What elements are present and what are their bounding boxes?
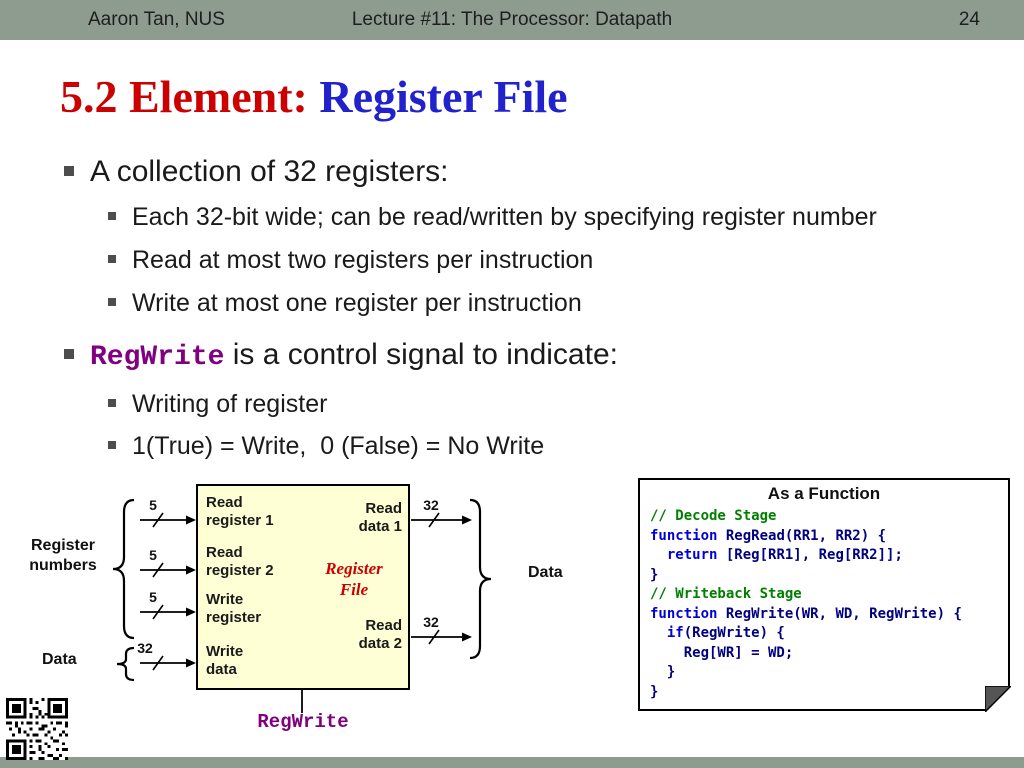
code-line: } [650,663,1008,683]
regwrite-signal-label: RegWrite [257,711,349,733]
bullet-text-rest: is a control signal to indicate: [224,338,618,371]
code-lines: // Decode Stage function RegRead(RR1, RR2… [650,507,1008,702]
code-token: if [666,625,684,641]
code-token: function [650,527,718,544]
port-read-data-2: Read data 2 [358,617,402,652]
code-token: } [650,664,676,680]
bullet-marker-icon [108,298,116,306]
qr-code [6,698,68,760]
code-note-box: As a Function // Decode Stage function Re… [638,478,1011,712]
bus-width-label: 5 [149,547,157,563]
slide-title: 5.2 Element: Register File [60,70,568,123]
sub-bullet-text: Writing of register [132,390,328,418]
data-out-label: Data [528,564,563,581]
bullet-marker-icon [108,255,116,263]
register-numbers-brace [112,498,135,640]
code-token: function [650,605,718,622]
code-token: RegWrite(WR, WD, RegWrite) { [717,605,962,622]
code-token: } [650,566,659,583]
bullet-text: RegWrite is a control signal to indicate… [90,338,618,373]
code-token: // Writeback Stage [650,586,802,602]
code-line: if(RegWrite) { [650,624,1008,644]
port-read-register-2: Read register 2 [206,544,274,579]
bullet-marker-icon [108,399,116,407]
code-line: function RegRead(RR1, RR2) { [650,527,1008,547]
bus-width-label: 5 [149,497,157,513]
port-write-data: Write data [206,643,244,678]
register-numbers-label: Register numbers [29,537,97,574]
sub-bullet-item: Write at most one register per instructi… [108,289,582,318]
code-token: [Reg[RR1], Reg[RR2]]; [717,547,903,563]
sub-bullet-text: Each 32-bit wide; can be read/written by… [132,203,877,231]
header-author: Aaron Tan, NUS [88,9,225,30]
bullet-item: RegWrite is a control signal to indicate… [64,338,618,373]
code-box-title: As a Function [767,484,881,503]
code-token: // Decode Stage [650,508,777,524]
port-read-data-1: Read data 1 [358,500,402,535]
sub-bullet-item: Read at most two registers per instructi… [108,246,593,275]
port-read-register-1: Read register 1 [206,494,274,529]
code-token [650,625,667,641]
sub-bullet-item: Each 32-bit wide; can be read/written by… [108,203,877,232]
port-write-register: Write register [206,591,262,626]
sub-bullet-text: Read at most two registers per instructi… [132,246,594,274]
bus-width-label: 32 [423,614,439,630]
header-bar: Lecture #11: The Processor: Datapath Aar… [0,0,1024,40]
header-lecture-title: Lecture #11: The Processor: Datapath [351,9,673,30]
code-line: function RegWrite(WR, WD, RegWrite) { [650,605,1008,625]
bullet-marker-icon [108,212,116,220]
code-token: RegRead(RR1, RR2) { [717,527,887,544]
register-file-box: Read register 1 Read register 2 Write re… [196,484,410,690]
register-file-diagram: Read register 1 Read register 2 Write re… [0,470,640,768]
code-line: // Writeback Stage [650,585,1008,605]
bus-width-label: 32 [137,640,153,656]
bullet-marker-icon [64,349,74,359]
bus-width-label: 5 [149,589,157,605]
sub-bullet-text: 1(True) = Write, 0 (False) = No Write [132,432,545,460]
code-token: (RegWrite) { [683,625,785,641]
code-line: } [650,683,1008,703]
slide-title-highlight: Register File [319,71,568,122]
sub-bullet-item: 1(True) = Write, 0 (False) = No Write [108,432,544,461]
code-line: } [650,566,1008,586]
register-file-label: Register File [325,559,383,599]
code-line: return [Reg[RR1], Reg[RR2]]; [650,546,1008,566]
sub-bullet-text: Write at most one register per instructi… [132,289,582,317]
sub-bullet-item: Writing of register [108,390,327,419]
code-line: // Decode Stage [650,507,1008,527]
code-line: Reg[WR] = WD; [650,644,1008,664]
header-page-number: 24 [958,9,980,30]
footer-bar [0,757,1024,768]
bullet-item: A collection of 32 registers: [64,155,449,189]
code-token: Reg[WR] = WD; [650,644,794,661]
folded-corner-icon [984,685,1011,712]
code-token [650,547,667,563]
bus-width-label: 32 [423,497,439,513]
code-token: return [666,547,718,563]
bullet-text: A collection of 32 registers: [90,155,449,188]
data-in-label: Data [42,651,77,668]
slide-title-prefix: 5.2 Element: [60,71,320,122]
code-token: } [650,683,659,700]
data-out-brace [469,498,492,660]
bullet-marker-icon [64,166,74,176]
regwrite-keyword: RegWrite [90,342,225,373]
bullet-marker-icon [108,441,116,449]
